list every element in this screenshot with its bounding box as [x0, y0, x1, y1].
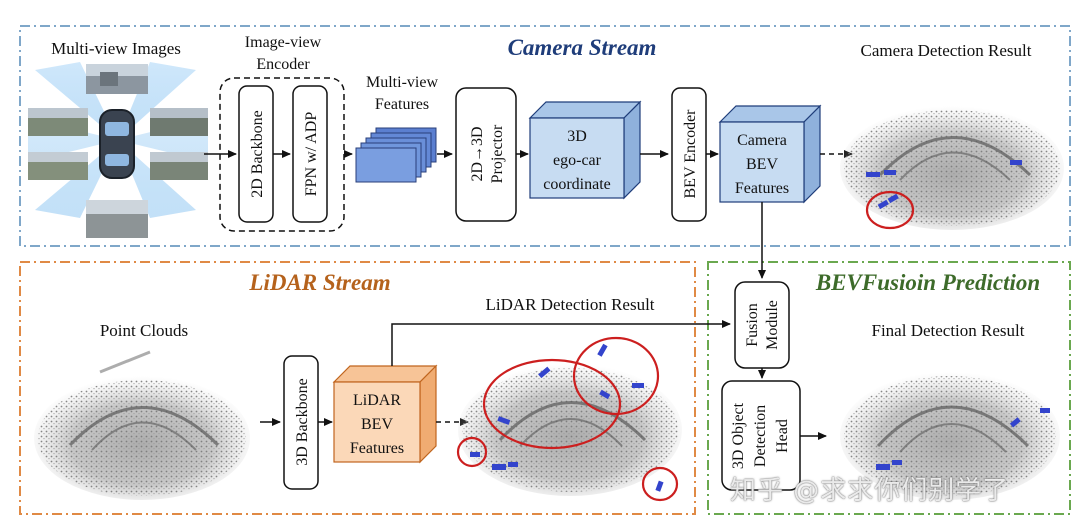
- final-detection-label: Final Detection Result: [872, 321, 1025, 340]
- backbone-2d-label: 2D Backbone: [249, 110, 266, 198]
- multiview-images: [28, 62, 208, 238]
- lidar-bev-line2: BEV: [361, 416, 393, 433]
- final-detection-pointcloud: [840, 372, 1060, 500]
- camera-detection-highlight: [865, 190, 915, 230]
- backbone-3d-label: 3D Backbone: [294, 378, 311, 466]
- fusion-stream-frame: [707, 261, 1071, 515]
- camera-bev-line2: BEV: [746, 156, 778, 173]
- watermark: 知乎 @求求你们别学了: [730, 476, 1010, 506]
- fusion-module-line1: Fusion: [744, 303, 761, 347]
- detection-head-line3: Head: [774, 419, 791, 453]
- projector-line2: Projector: [489, 124, 506, 183]
- lidar-bev-to-fusion-arrow: [391, 320, 731, 366]
- fpn-adp-box: [292, 85, 328, 223]
- point-cloud-input: [34, 350, 250, 500]
- fusion-module-line2: Module: [764, 300, 781, 350]
- lidar-stream-title: LiDAR Stream: [248, 270, 390, 295]
- multiview-images-label: Multi-view Images: [51, 39, 181, 58]
- projector-box: [455, 87, 517, 222]
- ego-coord-line3: coordinate: [543, 176, 611, 193]
- lidar-highlight-4: [641, 466, 679, 502]
- lidar-bev-cube: [332, 364, 438, 464]
- fpn-adp-label: FPN w/ ADP: [303, 112, 320, 197]
- multiview-features-stack: [355, 127, 437, 183]
- lidar-bev-line3: Features: [350, 440, 404, 457]
- fusion-stream-title: BEVFusioin Prediction: [815, 270, 1040, 295]
- encoder-title-line1: Image-view: [245, 34, 322, 51]
- lidar-highlight-3: [456, 436, 488, 468]
- lidar-stream-frame: [19, 261, 696, 515]
- ego-car-icon: [99, 109, 135, 179]
- camera-bev-line1: Camera: [737, 132, 787, 149]
- projector-line1: 2D→3D: [469, 126, 486, 181]
- detection-head-line2: Detection: [752, 405, 769, 467]
- camera-stream-title: Camera Stream: [508, 35, 657, 60]
- point-clouds-label: Point Clouds: [100, 321, 188, 340]
- ego-coordinate-cube: [528, 100, 642, 200]
- ego-coord-line1: 3D: [567, 128, 587, 145]
- lidar-bev-line1: LiDAR: [353, 392, 401, 409]
- lidar-detection-pointcloud: [458, 343, 682, 496]
- lidar-detection-label: LiDAR Detection Result: [485, 295, 654, 314]
- encoder-title-line2: Encoder: [256, 56, 310, 73]
- camera-stream-frame: [19, 25, 1071, 247]
- camera-detection-pointcloud: [840, 106, 1064, 230]
- mv-features-line2: Features: [375, 96, 429, 113]
- camera-detection-label: Camera Detection Result: [861, 41, 1032, 60]
- bev-encoder-label: BEV Encoder: [682, 109, 699, 199]
- camera-bev-line3: Features: [735, 180, 789, 197]
- detection-head-line1: 3D Object: [730, 402, 747, 469]
- mv-features-line1: Multi-view: [366, 74, 438, 91]
- camera-bev-cube: [718, 104, 822, 204]
- lidar-highlight-1: [482, 358, 622, 450]
- lidar-highlight-2: [572, 336, 660, 416]
- ego-coord-line2: ego-car: [553, 152, 602, 169]
